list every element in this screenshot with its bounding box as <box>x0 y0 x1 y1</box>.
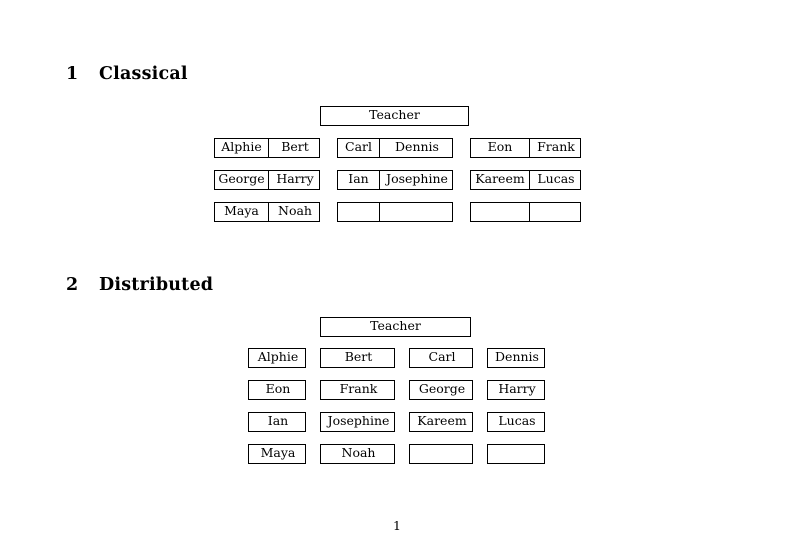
page-number: 1 <box>393 518 401 533</box>
name-cell: Carl <box>428 349 456 365</box>
name-cell: Lucas <box>498 413 536 429</box>
empty-cell <box>338 203 379 221</box>
name-cell: George <box>418 381 466 397</box>
name-cell: Ian <box>267 413 289 429</box>
name-group: Harry <box>487 380 545 400</box>
name-group: Frank <box>320 380 395 400</box>
name-cell: George <box>218 171 265 187</box>
name-group: Dennis <box>487 348 545 368</box>
name-group: Ian Josephine <box>337 170 453 190</box>
name-cell: Eon <box>487 139 513 155</box>
name-cell: Noah <box>341 445 376 461</box>
empty-cell <box>410 445 474 463</box>
name-group: Carl <box>409 348 473 368</box>
name-cell: Bert <box>344 349 373 365</box>
empty-cell <box>379 203 454 221</box>
name-cell: Frank <box>339 381 378 397</box>
name-cell: Ian <box>348 171 369 187</box>
name-cell: Harry <box>498 381 536 397</box>
name-group: Noah <box>320 444 395 464</box>
empty-cell <box>471 203 529 221</box>
name-group <box>337 202 453 222</box>
name-cell: Alphie <box>257 349 299 365</box>
name-group: George <box>409 380 473 400</box>
name-cell: Josephine <box>327 413 390 429</box>
name-cell: Harry <box>268 171 321 189</box>
teacher-box: Teacher <box>320 106 469 126</box>
name-group: Josephine <box>320 412 395 432</box>
name-cell: Kareem <box>417 413 467 429</box>
name-cell: Bert <box>268 139 321 157</box>
name-group: Maya <box>248 444 306 464</box>
name-cell: Maya <box>224 203 259 219</box>
section-heading-distributed: 2 Distributed <box>66 275 214 295</box>
name-group: Lucas <box>487 412 545 432</box>
name-group: Carl Dennis <box>337 138 453 158</box>
name-group: Eon <box>248 380 306 400</box>
name-group: Alphie <box>248 348 306 368</box>
name-group <box>487 444 545 464</box>
name-cell: Alphie <box>221 139 262 155</box>
empty-cell <box>488 445 546 463</box>
section-number: 1 <box>66 64 79 84</box>
section-title: Distributed <box>99 275 214 295</box>
empty-cell <box>529 203 582 221</box>
name-cell: Carl <box>345 139 372 155</box>
name-group <box>470 202 581 222</box>
name-group: Eon Frank <box>470 138 581 158</box>
name-cell: Maya <box>260 445 296 461</box>
name-group <box>409 444 473 464</box>
teacher-box: Teacher <box>320 317 471 337</box>
section-heading-classical: 1 Classical <box>66 64 188 84</box>
name-cell: Josephine <box>379 171 454 189</box>
name-cell: Kareem <box>475 171 525 187</box>
name-cell: Dennis <box>379 139 454 157</box>
name-group: Ian <box>248 412 306 432</box>
section-title: Classical <box>99 64 188 84</box>
name-cell: Dennis <box>495 349 539 365</box>
name-cell: Noah <box>268 203 321 221</box>
teacher-label: Teacher <box>370 318 421 334</box>
name-cell: Lucas <box>529 171 582 189</box>
name-group: Bert <box>320 348 395 368</box>
name-cell: Eon <box>265 381 291 397</box>
name-group: Kareem <box>409 412 473 432</box>
teacher-label: Teacher <box>369 107 420 123</box>
section-number: 2 <box>66 275 79 295</box>
name-cell: Frank <box>529 139 582 157</box>
name-group: Maya Noah <box>214 202 320 222</box>
name-group: Alphie Bert <box>214 138 320 158</box>
